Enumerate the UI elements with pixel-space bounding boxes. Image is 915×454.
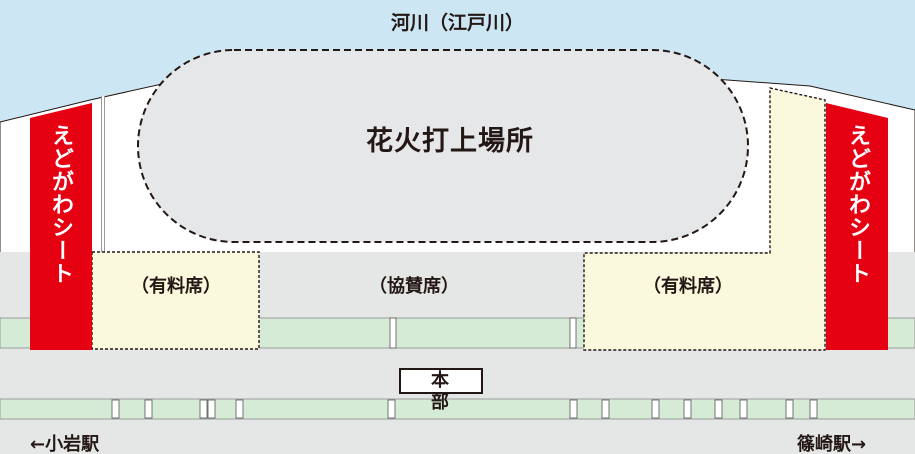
stairs (111, 317, 818, 419)
paid-seat-label-left: （有料席） (131, 276, 221, 297)
station-right-label: 篠崎駅→ (797, 434, 867, 454)
paid-seat-area-left (91, 251, 260, 350)
paid-seat-label-right: （有料席） (643, 276, 733, 297)
edogawa-seat-area-left (30, 103, 92, 350)
launch-area (137, 49, 749, 243)
launch-site-label: 花火打上場所 (366, 126, 534, 157)
sponsor-seat-label: （協賛席） (369, 276, 459, 297)
edogawa-seat-label-right: えどがわシート (845, 124, 870, 285)
station-left-label: ←小岩駅 (30, 434, 100, 454)
headquarters-label: 本 部 (399, 368, 483, 413)
edogawa-seat-label-left: えどがわシート (48, 124, 73, 285)
paid-seat-area-right (583, 87, 826, 351)
edogawa-seat-area-right (826, 103, 888, 350)
river-label: 河川（江戸川） (390, 12, 524, 34)
